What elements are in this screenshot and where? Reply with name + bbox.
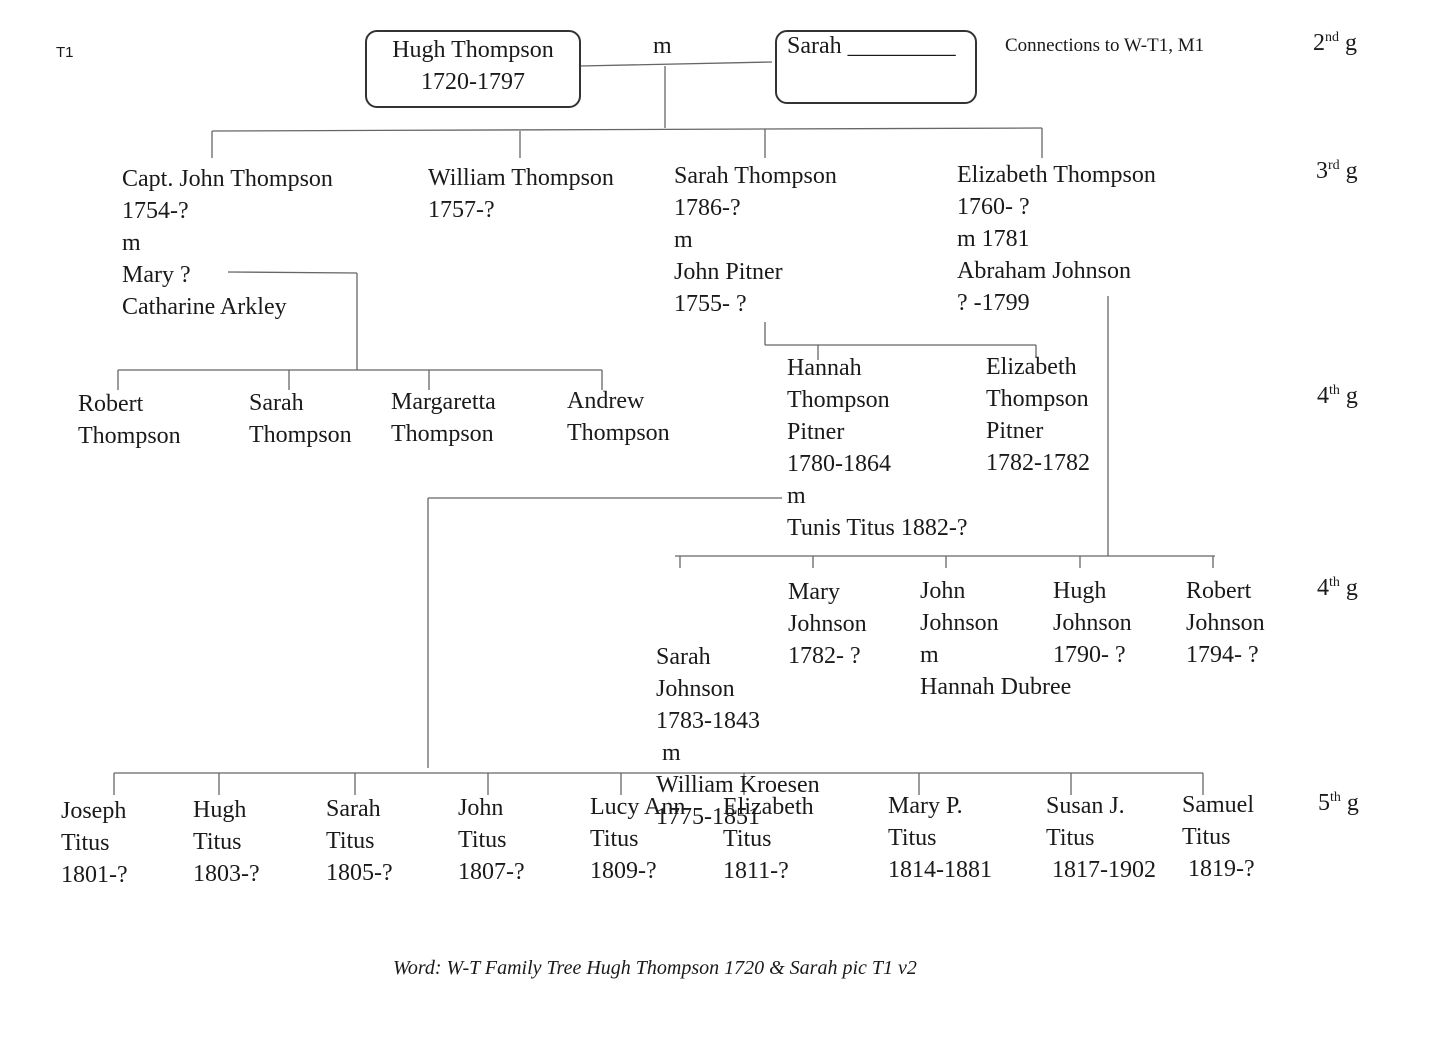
john-marriage-line	[227, 271, 358, 274]
hugh-name: Hugh Thompson	[392, 37, 554, 63]
sarah-name: Sarah _________	[787, 33, 956, 59]
person-susan-j-titus: Susan J.Titus 1817-1902	[1046, 793, 1156, 883]
gen-label-2: 2nd g	[1313, 30, 1357, 56]
header-note: Connections to W-T1, M1	[1005, 35, 1205, 56]
root-marriage-line	[579, 61, 773, 67]
gen-label-3: 3rd g	[1316, 158, 1358, 184]
root-marriage-label: m	[653, 33, 672, 59]
gen-label-4-johnson: 4th g	[1317, 575, 1358, 601]
gen-label-4-thompson: 4th g	[1317, 383, 1358, 409]
corner-label: T1	[56, 44, 74, 61]
gen-label-5: 5th g	[1318, 790, 1359, 816]
hugh-box: Hugh Thompson 1720-1797	[365, 30, 581, 108]
sarah-box: Sarah _________	[775, 30, 977, 104]
gen3-bar	[211, 127, 1043, 132]
document-caption: Word: W-T Family Tree Hugh Thompson 1720…	[393, 957, 917, 979]
hugh-dates: 1720-1797	[421, 69, 525, 95]
